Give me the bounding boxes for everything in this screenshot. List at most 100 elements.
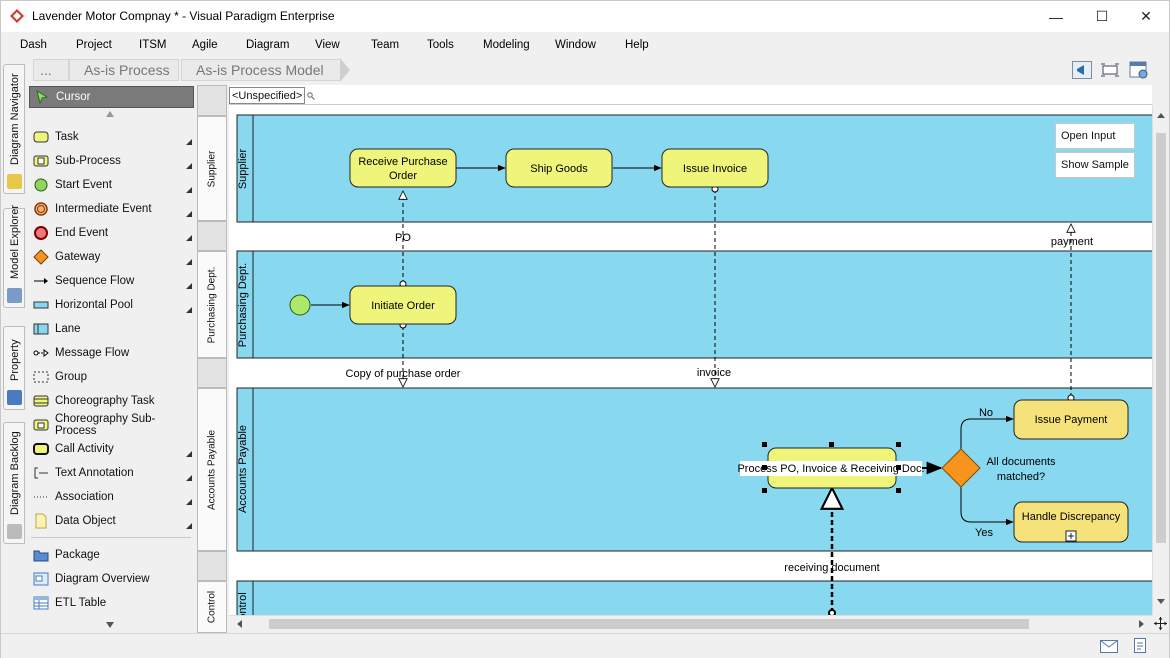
maximize-button[interactable]: ☐ xyxy=(1079,1,1125,32)
palette-item-text-annotation[interactable]: Text Annotation xyxy=(29,462,194,484)
menu-window[interactable]: Window xyxy=(555,39,596,51)
menu-dash[interactable]: Dash xyxy=(20,39,47,51)
task-issue-payment[interactable]: Issue Payment xyxy=(1013,399,1129,440)
task-process-po[interactable]: Process PO, Invoice & Receiving Doc. xyxy=(737,442,925,493)
expand-more-icon[interactable] xyxy=(186,523,192,529)
palette-item-task[interactable]: Task xyxy=(29,126,194,148)
expand-more-icon[interactable] xyxy=(186,259,192,265)
expand-more-icon[interactable] xyxy=(186,475,192,481)
palette-item-etl-table[interactable]: ETL Table xyxy=(29,592,194,614)
menu-team[interactable]: Team xyxy=(371,39,400,51)
document-edit-icon[interactable] xyxy=(1134,638,1148,654)
palette-item-package[interactable]: Package xyxy=(29,544,194,566)
tab-property[interactable]: Property xyxy=(3,326,25,410)
palette-item-lane[interactable]: Lane xyxy=(29,318,194,340)
message-flow-icon xyxy=(33,345,49,361)
task-issue-invoice[interactable]: Issue Invoice xyxy=(661,148,769,188)
minimize-button[interactable]: — xyxy=(1033,1,1079,32)
expand-more-icon[interactable] xyxy=(186,307,192,313)
palette-item-group[interactable]: Group xyxy=(29,366,194,388)
palette-item-horizontal-pool[interactable]: Horizontal Pool xyxy=(29,294,194,316)
palette-scroll-down-icon[interactable] xyxy=(106,622,114,628)
expand-more-icon[interactable] xyxy=(186,451,192,457)
expand-more-icon[interactable] xyxy=(186,283,192,289)
label-receiving: receiving document xyxy=(784,562,879,574)
palette-cursor[interactable]: Cursor xyxy=(29,86,194,108)
palette-scroll-up-icon[interactable] xyxy=(106,111,114,117)
palette-item-choreography-sub-process[interactable]: Choreography Sub-Process xyxy=(29,413,194,437)
pan-icon[interactable] xyxy=(1153,616,1168,631)
menu-view[interactable]: View xyxy=(315,39,340,51)
expand-more-icon[interactable] xyxy=(186,499,192,505)
lane-header-purchasing[interactable]: Purchasing Dept. xyxy=(197,251,227,358)
menu-modeling[interactable]: Modeling xyxy=(483,39,530,51)
expand-more-icon[interactable] xyxy=(186,187,192,193)
breadcrumb-ellipsis[interactable]: ... xyxy=(33,59,69,81)
lane-header-accounts-payable[interactable]: Accounts Payable xyxy=(197,388,227,551)
diagram-canvas[interactable]: Supplier Purchasing Dept. Accounts Payab… xyxy=(229,85,1152,615)
scroll-left-icon[interactable] xyxy=(237,620,242,628)
palette-item-diagram-overview[interactable]: Diagram Overview xyxy=(29,568,194,590)
start-event-icon xyxy=(33,177,49,193)
tab-diagram-backlog[interactable]: Diagram Backlog xyxy=(3,422,25,544)
menu-tools[interactable]: Tools xyxy=(427,39,454,51)
vertical-scroll-thumb[interactable] xyxy=(1156,133,1166,543)
palette-item-end-event[interactable]: End Event xyxy=(29,222,194,244)
search-icon[interactable] xyxy=(307,92,315,100)
tab-model-explorer[interactable]: Model Explorer xyxy=(3,205,25,308)
breadcrumb-as-is-process[interactable]: As-is Process xyxy=(69,59,179,81)
expand-more-icon[interactable] xyxy=(186,235,192,241)
palette-item-start-event[interactable]: Start Event xyxy=(29,174,194,196)
mail-icon[interactable] xyxy=(1100,640,1118,653)
palette-item-sub-process[interactable]: Sub-Process xyxy=(29,150,194,172)
palette-item-call-activity[interactable]: Call Activity xyxy=(29,438,194,460)
scroll-down-icon[interactable] xyxy=(1157,599,1165,604)
lane-header-control[interactable]: Control xyxy=(197,581,227,633)
horizontal-scroll-thumb[interactable] xyxy=(269,619,1029,629)
palette-item-gateway[interactable]: Gateway xyxy=(29,246,194,268)
announce-icon[interactable] xyxy=(1071,60,1093,80)
diagram-settings-icon[interactable] xyxy=(1128,60,1150,80)
palette-item-choreography-task[interactable]: Choreography Task xyxy=(29,390,194,412)
expand-more-icon[interactable] xyxy=(186,211,192,217)
task-ship-goods[interactable]: Ship Goods xyxy=(505,148,613,188)
horizontal-scrollbar[interactable] xyxy=(229,615,1152,632)
fit-diagram-icon[interactable] xyxy=(1099,60,1121,80)
palette-item-message-flow[interactable]: Message Flow xyxy=(29,342,194,364)
breadcrumb-as-is-process-model[interactable]: As-is Process Model xyxy=(181,59,341,81)
task-initiate-order[interactable]: Initiate Order xyxy=(349,285,457,325)
menu-itsm[interactable]: ITSM xyxy=(139,39,167,51)
gateway-documents-matched[interactable] xyxy=(941,448,981,488)
expand-more-icon[interactable] xyxy=(186,163,192,169)
show-sample-button[interactable]: Show Sample xyxy=(1055,152,1135,178)
open-input-button[interactable]: Open Input xyxy=(1055,123,1135,149)
palette-item-association[interactable]: Association xyxy=(29,486,194,508)
palette-item-sequence-flow[interactable]: Sequence Flow xyxy=(29,270,194,292)
palette-item-label: Horizontal Pool xyxy=(55,299,133,311)
expand-more-icon[interactable] xyxy=(186,139,192,145)
task-handle-discrepancy[interactable]: Handle Discrepancy xyxy=(1013,501,1129,543)
close-button[interactable]: ✕ xyxy=(1123,1,1169,32)
menu-agile[interactable]: Agile xyxy=(192,39,218,51)
tab-diagram-navigator[interactable]: Diagram Navigator xyxy=(3,64,25,194)
vertical-scrollbar[interactable] xyxy=(1152,105,1169,615)
palette-item-intermediate-event[interactable]: Intermediate Event xyxy=(29,198,194,220)
start-event[interactable] xyxy=(289,294,311,316)
filter-tag[interactable]: <Unspecified> xyxy=(229,87,306,104)
palette-item-data-object[interactable]: Data Object xyxy=(29,510,194,532)
bpmn-diagram[interactable]: Supplier Purchasing Dept. Accounts Payab… xyxy=(229,85,1152,615)
flow-gateway-to-discrepancy[interactable] xyxy=(960,487,1014,526)
scroll-up-icon[interactable] xyxy=(1157,113,1165,118)
lane-accounts-payable[interactable]: Accounts Payable xyxy=(236,387,1152,552)
scroll-right-icon[interactable] xyxy=(1139,620,1144,628)
menu-diagram[interactable]: Diagram xyxy=(246,39,290,51)
lane-header-supplier[interactable]: Supplier xyxy=(197,116,227,221)
task-receive-purchase-order[interactable]: Receive Purchase Order xyxy=(349,148,457,188)
lane-label-purchasing: Purchasing Dept. xyxy=(237,263,249,347)
menu-help[interactable]: Help xyxy=(625,39,649,51)
window-title: Lavender Motor Compnay * - Visual Paradi… xyxy=(32,9,335,23)
menu-project[interactable]: Project xyxy=(76,39,112,51)
flow-gateway-to-issue-payment[interactable] xyxy=(960,415,1014,449)
lane-control[interactable]: Control xyxy=(236,580,1152,615)
